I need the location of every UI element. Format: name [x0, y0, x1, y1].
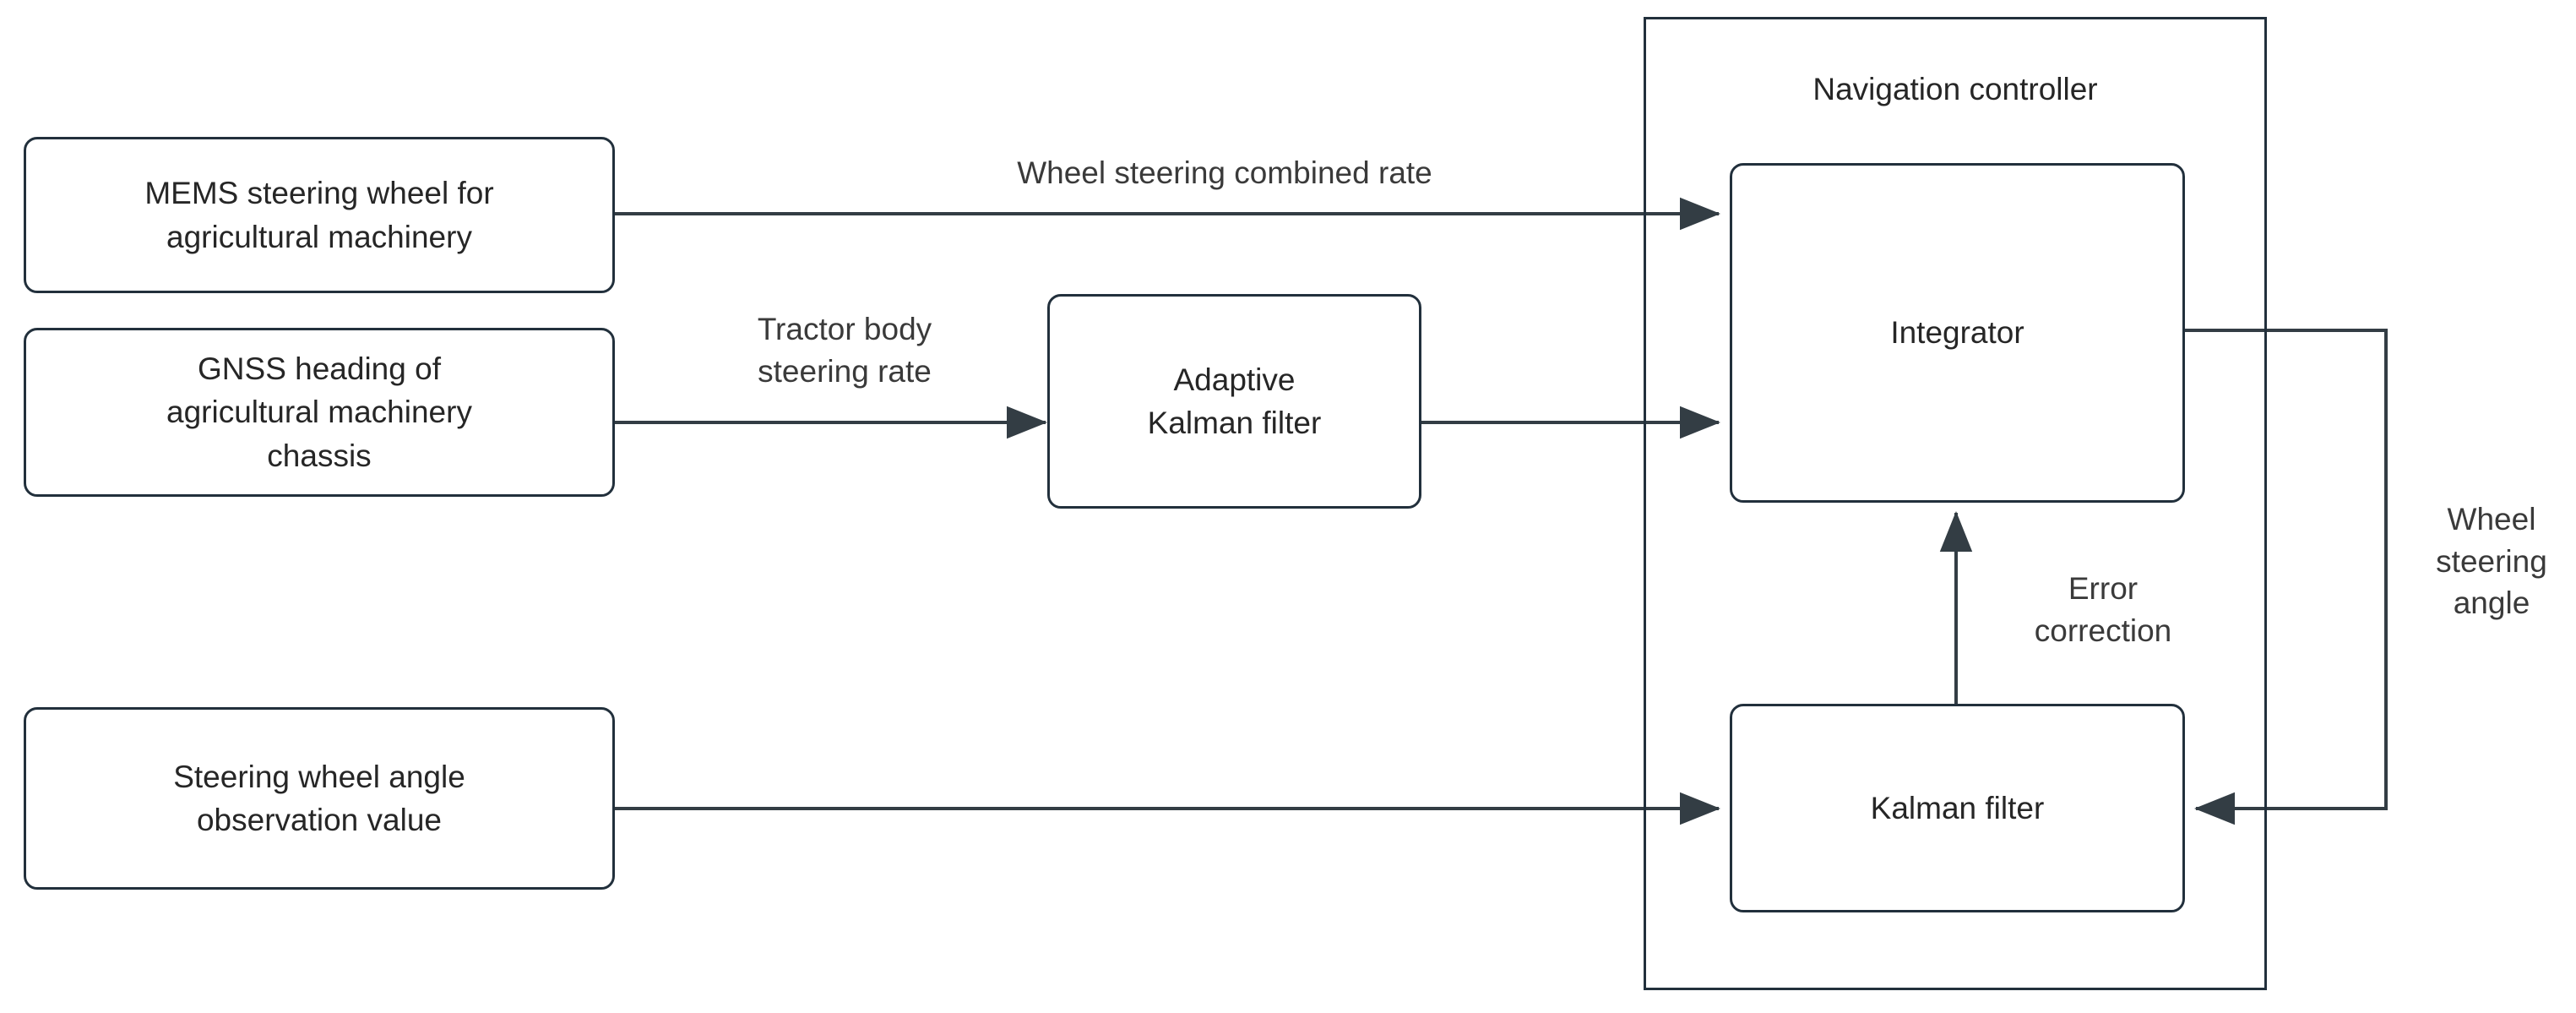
- navigation-controller-group: [1644, 17, 2267, 990]
- node-integrator[interactable]: Integrator: [1730, 163, 2185, 503]
- edge-label-error-correction: Error correction: [2034, 571, 2172, 648]
- wire-wheel-steering-angle-feedback: [2185, 329, 2388, 825]
- node-kalman-filter[interactable]: Kalman filter: [1730, 704, 2185, 912]
- node-mems-steering-wheel[interactable]: MEMS steering wheel for agricultural mac…: [24, 137, 615, 293]
- edge-label-wheel-steering-combined-rate: Wheel steering combined rate: [1017, 155, 1432, 190]
- node-steering-wheel-angle-observation[interactable]: Steering wheel angle observation value: [24, 707, 615, 890]
- navigation-controller-label: Navigation controller: [1812, 72, 2098, 106]
- edge-label-tractor-body-steering-rate: Tractor body steering rate: [757, 312, 932, 389]
- node-gnss-heading[interactable]: GNSS heading of agricultural machinery c…: [24, 328, 615, 497]
- node-adaptive-kalman-filter[interactable]: Adaptive Kalman filter: [1047, 294, 1421, 509]
- edge-label-wheel-steering-angle: Wheel steering angle: [2436, 502, 2547, 621]
